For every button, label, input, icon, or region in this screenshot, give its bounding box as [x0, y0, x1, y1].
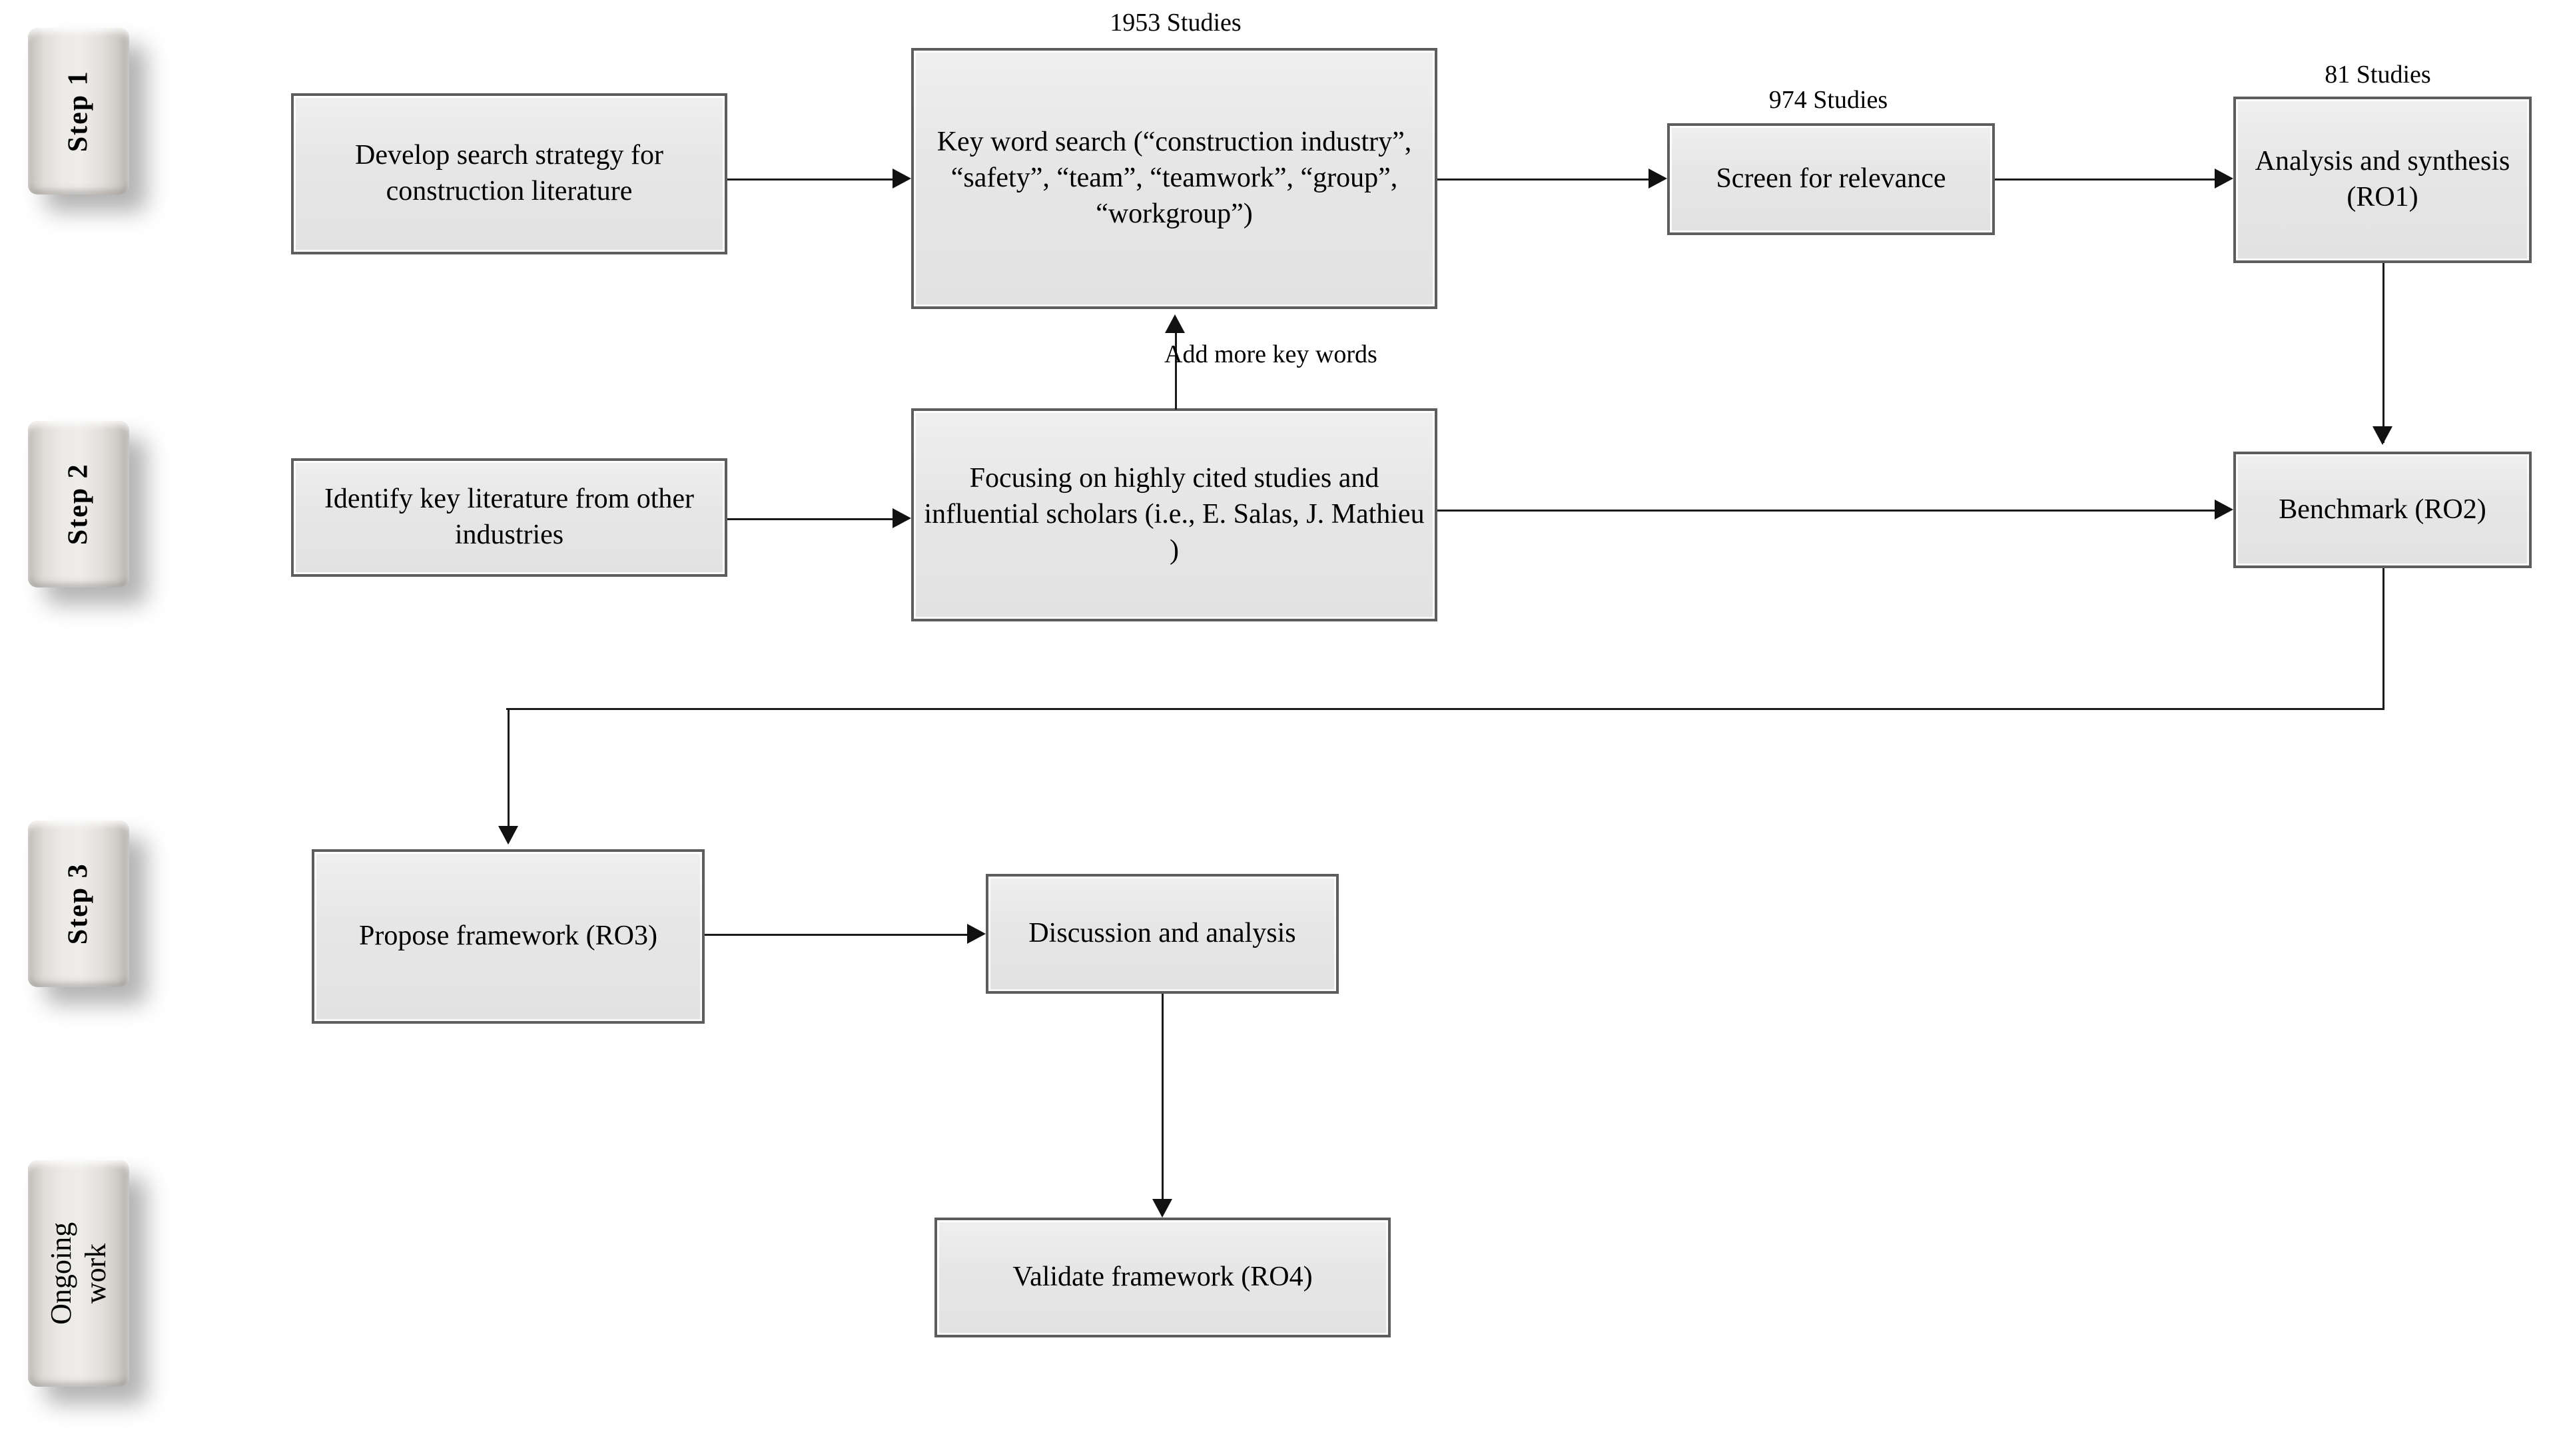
connector-identify-to-focusing [727, 518, 893, 520]
connector-develop-to-keyword [727, 179, 893, 181]
node-label: Focusing on highly cited studies and inf… [924, 463, 1425, 565]
node-validate-framework[interactable]: Validate framework (RO4) [934, 1218, 1391, 1337]
node-focusing-highly-cited[interactable]: Focusing on highly cited studies and inf… [911, 408, 1437, 621]
arrowhead-screen-to-analysis [2215, 169, 2233, 188]
connector-benchmark-to-propose [508, 708, 510, 829]
step-label-text: Step 3 [63, 863, 94, 945]
step-label-step-3: Step 3 [28, 821, 129, 987]
connector-screen-to-analysis [1995, 179, 2215, 181]
arrowhead-benchmark-to-propose [498, 826, 518, 845]
node-label: Key word search (“construction industry”… [936, 127, 1412, 229]
node-label: Identify key literature from other indus… [324, 484, 695, 550]
node-benchmark[interactable]: Benchmark (RO2) [2233, 452, 2532, 568]
step-label-text: Step 2 [63, 463, 94, 546]
arrowhead-develop-to-keyword [893, 169, 911, 188]
connector-propose-to-discussion [705, 934, 967, 936]
node-key-word-search[interactable]: Key word search (“construction industry”… [911, 48, 1437, 309]
node-develop-search-strategy[interactable]: Develop search strategy for construction… [291, 93, 727, 254]
step-label-text: Step 1 [63, 70, 94, 153]
edge-label-add-more-key-words: Add more key words [1164, 340, 1377, 368]
connector-analysis-to-benchmark [2382, 263, 2384, 443]
node-propose-framework[interactable]: Propose framework (RO3) [312, 849, 705, 1024]
caption-analysis-and-synthesis: 81 Studies [2325, 61, 2431, 89]
node-screen-for-relevance[interactable]: Screen for relevance [1667, 123, 1995, 235]
node-label: Analysis and synthesis (RO1) [2255, 146, 2510, 212]
arrowhead-propose-to-discussion [967, 924, 986, 944]
arrowhead-keyword-to-screen [1648, 169, 1667, 188]
node-label: Develop search strategy for construction… [355, 140, 663, 206]
node-discussion-and-analysis[interactable]: Discussion and analysis [986, 874, 1339, 994]
node-identify-key-literature[interactable]: Identify key literature from other indus… [291, 458, 727, 577]
node-label: Screen for relevance [1716, 163, 1946, 194]
connector-discussion-to-validate [1162, 994, 1164, 1214]
connector-focusing-to-benchmark [1437, 510, 2215, 512]
caption-key-word-search: 1953 Studies [1110, 9, 1242, 37]
step-label-ongoing-work: Ongoing work [28, 1160, 129, 1387]
arrowhead-focusing-to-keyword [1165, 314, 1185, 333]
step-label-step-2: Step 2 [28, 421, 129, 587]
arrowhead-analysis-to-benchmark [2373, 426, 2392, 445]
caption-screen-for-relevance: 974 Studies [1768, 86, 1888, 114]
connector-benchmark-down [2382, 568, 2384, 709]
arrowhead-identify-to-focusing [893, 508, 911, 528]
node-label: Propose framework (RO3) [359, 920, 657, 952]
connector-focusing-to-keyword [1175, 333, 1177, 410]
node-label: Validate framework (RO4) [1012, 1262, 1313, 1293]
arrowhead-focusing-to-benchmark [2215, 500, 2233, 520]
arrowhead-discussion-to-validate [1152, 1199, 1172, 1218]
step-label-text: Ongoing work [45, 1222, 112, 1325]
step-label-step-1: Step 1 [28, 28, 129, 194]
connector-benchmark-left [506, 708, 2384, 710]
connector-keyword-to-screen [1437, 179, 1648, 181]
node-analysis-and-synthesis[interactable]: Analysis and synthesis (RO1) [2233, 97, 2532, 263]
node-label: Benchmark (RO2) [2279, 494, 2486, 525]
node-label: Discussion and analysis [1028, 918, 1296, 949]
